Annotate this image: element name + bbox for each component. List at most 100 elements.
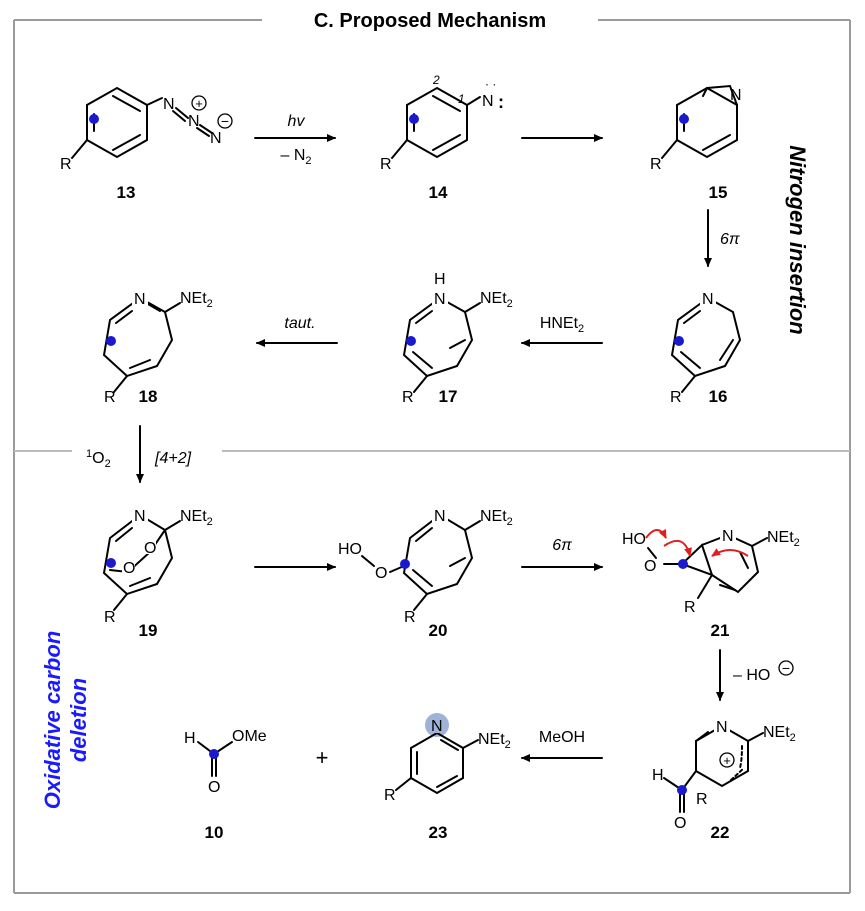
taut-label: taut. (284, 315, 315, 332)
compound-19: N O O NEt2 R 19 (102, 507, 213, 640)
red-arrow-icon (711, 548, 749, 557)
blue-marker-dot (106, 336, 116, 346)
nitrene-dots: · · (485, 77, 496, 91)
net2-group: NEt2 (767, 529, 800, 549)
compound-number: 13 (117, 183, 136, 202)
compound-number: 19 (139, 621, 158, 640)
ome-group: OMe (232, 728, 267, 745)
compound-number: 18 (139, 387, 158, 406)
compound-17: N H NEt2 R 17 (402, 271, 513, 406)
atom-n: N (188, 113, 200, 130)
atom-r: R (650, 156, 662, 173)
net2-group: NEt2 (180, 290, 213, 310)
compound-13: R N N N + − 13 (60, 86, 233, 202)
compound-20: N O HO NEt2 R 20 (338, 507, 513, 640)
blue-marker-dot (409, 114, 419, 124)
blue-marker-dot (678, 559, 688, 569)
net2-group: NEt2 (763, 724, 796, 744)
compound-number: 14 (429, 183, 448, 202)
blue-marker-dot (406, 336, 416, 346)
atom-r: R (104, 609, 116, 626)
atom-h: H (184, 730, 196, 747)
atom-r: R (670, 389, 682, 406)
compound-22: N + NEt2 H O R 22 (652, 718, 796, 842)
six-pi-label: 6π (552, 537, 572, 554)
ho-group: HO (338, 541, 362, 558)
blue-marker-dot (677, 785, 687, 795)
compound-number: 21 (711, 621, 730, 640)
compound-number: 22 (711, 823, 730, 842)
atom-h: H (652, 767, 664, 784)
atom-r: R (60, 156, 72, 173)
compound-number: 15 (709, 183, 728, 202)
singlet-oxygen-label: 1O2 (86, 448, 111, 470)
atom-r: R (380, 156, 392, 173)
lone-pair-dots: : (498, 92, 504, 112)
atom-r: R (104, 389, 116, 406)
atom-o: O (208, 779, 220, 796)
atom-n: N (163, 96, 175, 113)
position-2-label: 2 (432, 73, 440, 87)
red-arrow-icon (663, 539, 692, 557)
compound-21: N O HO NEt2 R 21 (622, 527, 800, 640)
atom-o: O (144, 540, 156, 557)
blue-marker-dot (400, 559, 410, 569)
atom-n: N (210, 130, 222, 147)
hv-label: hv (288, 113, 306, 130)
compound-23: N NEt2 R 23 (384, 713, 511, 842)
six-pi-label: 6π (720, 231, 740, 248)
meoh-label: MeOH (539, 729, 585, 746)
ho-group: HO (622, 531, 646, 548)
blue-marker-dot (679, 114, 689, 124)
minus-hydroxide-label: – HO (733, 667, 770, 684)
net2-group: NEt2 (480, 290, 513, 310)
atom-r: R (696, 791, 708, 808)
blue-marker-dot (674, 336, 684, 346)
nitrogen-insertion-label: Nitrogen insertion (785, 145, 810, 334)
atom-n: N (702, 291, 714, 308)
compound-number: 10 (205, 823, 224, 842)
net2-group: NEt2 (478, 731, 511, 751)
minus-charge-icon: − (782, 660, 790, 676)
atom-n: N (730, 87, 742, 104)
atom-n: N (134, 291, 146, 308)
red-arrow-icon (645, 529, 667, 539)
atom-r: R (402, 389, 414, 406)
atom-n: N (431, 718, 443, 735)
compound-14: R N : · · 2 1 14 (380, 73, 504, 202)
hnet2-label: HNEt2 (540, 315, 584, 335)
compound-number: 23 (429, 823, 448, 842)
compound-16: N R 16 (670, 290, 742, 406)
atom-n: N (434, 291, 446, 308)
atom-o: O (644, 558, 656, 575)
blue-marker-dot (106, 558, 116, 568)
atom-n: N (434, 508, 446, 525)
atom-r: R (404, 609, 416, 626)
blue-marker-dot (89, 114, 99, 124)
atom-r: R (684, 599, 696, 616)
compound-number: 20 (429, 621, 448, 640)
atom-o: O (123, 560, 135, 577)
compound-number: 17 (439, 387, 458, 406)
minus-n2-label: – N2 (280, 147, 311, 167)
atom-r: R (384, 787, 396, 804)
atom-o: O (375, 565, 387, 582)
compound-number: 16 (709, 387, 728, 406)
atom-n: N (134, 508, 146, 525)
panel-title: C. Proposed Mechanism (314, 10, 546, 32)
plus-charge-icon: + (723, 753, 731, 768)
minus-charge-icon: − (221, 113, 229, 129)
net2-group: NEt2 (180, 508, 213, 528)
atom-n: N (722, 528, 734, 545)
compound-18: N NEt2 R 18 (102, 290, 213, 406)
compound-15: N R 15 (650, 84, 742, 202)
net2-group: NEt2 (480, 508, 513, 528)
deletion-label: deletion (66, 678, 91, 762)
cycloaddition-label: [4+2] (154, 450, 192, 467)
compound-10: H OMe O 10 (184, 728, 267, 842)
atom-o: O (674, 815, 686, 832)
blue-marker-dot (209, 749, 219, 759)
oxidative-carbon-label: Oxidative carbon (40, 631, 65, 810)
plus-sign: + (316, 745, 329, 770)
